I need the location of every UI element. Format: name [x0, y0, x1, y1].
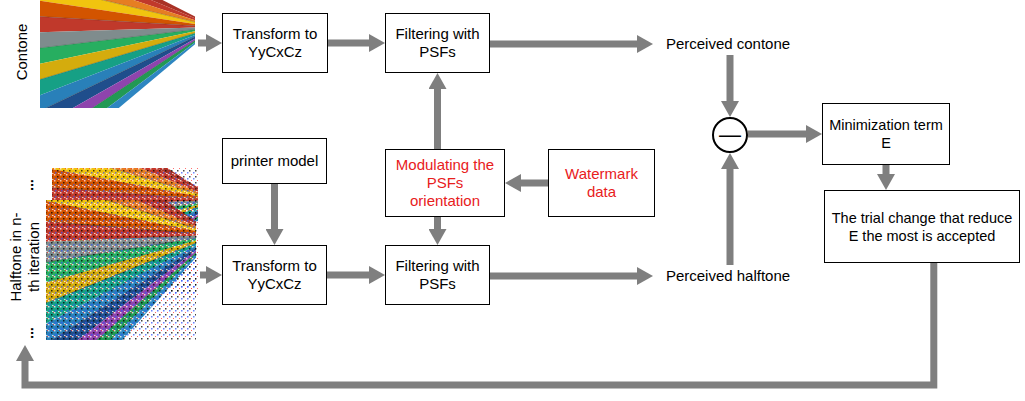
- flow-arrow: [748, 131, 812, 138]
- process-box: Minimization term E: [822, 103, 950, 165]
- flow-arrow: [727, 163, 734, 265]
- node-text: Perceived halftone: [666, 267, 790, 285]
- node-text: Transform to YyCxCz: [229, 257, 320, 293]
- flow-arrow: [490, 41, 643, 48]
- node-text: —: [719, 124, 741, 146]
- flow-arrow: [200, 272, 212, 279]
- process-box: printer model: [222, 138, 327, 184]
- flow-arrow: [328, 40, 375, 47]
- node-text: Modulating the PSFs orientation: [392, 156, 498, 210]
- flow-arrow: [515, 180, 548, 187]
- node-text: Minimization term E: [829, 116, 943, 152]
- process-box: Modulating the PSFs orientation: [385, 149, 505, 217]
- decision-box: The trial change that reduce E the most …: [824, 190, 1020, 263]
- input-box: Watermark data: [548, 149, 655, 217]
- process-box: Transform to YyCxCz: [222, 245, 327, 305]
- flow-arrow: [198, 40, 212, 47]
- node-text: The trial change that reduce E the most …: [831, 209, 1013, 245]
- process-box: Transform to YyCxCz: [222, 13, 328, 73]
- image-label: Halftone in n-th iteration: [7, 207, 43, 307]
- flow-arrow: [327, 272, 375, 279]
- continuation-dots: ...: [29, 327, 43, 339]
- process-box: Filtering with PSFs: [385, 13, 490, 73]
- node-text: Transform to YyCxCz: [229, 25, 321, 61]
- node-text: Filtering with PSFs: [392, 25, 483, 61]
- node-text: Perceived contone: [666, 35, 790, 53]
- contone-image: Contone: [5, 0, 198, 110]
- continuation-dots: ...: [29, 179, 43, 191]
- halftone-image: Halftone in n-th iteration: [5, 165, 200, 345]
- signal-text: Perceived halftone: [653, 265, 803, 287]
- flow-arrow: [727, 55, 734, 107]
- flow-arrow: [883, 165, 890, 180]
- flow-arrow: [434, 217, 441, 235]
- flow-arrow: [490, 273, 643, 280]
- node-text: Watermark data: [555, 165, 648, 201]
- flow-arrow: [271, 184, 278, 235]
- subtract-circle: —: [712, 117, 748, 153]
- node-text: Filtering with PSFs: [392, 257, 483, 293]
- process-box: Filtering with PSFs: [385, 245, 490, 305]
- signal-text: Perceived contone: [653, 33, 803, 55]
- flow-arrow: [434, 83, 441, 149]
- image-label: Contone: [13, 2, 31, 102]
- node-text: printer model: [231, 152, 319, 170]
